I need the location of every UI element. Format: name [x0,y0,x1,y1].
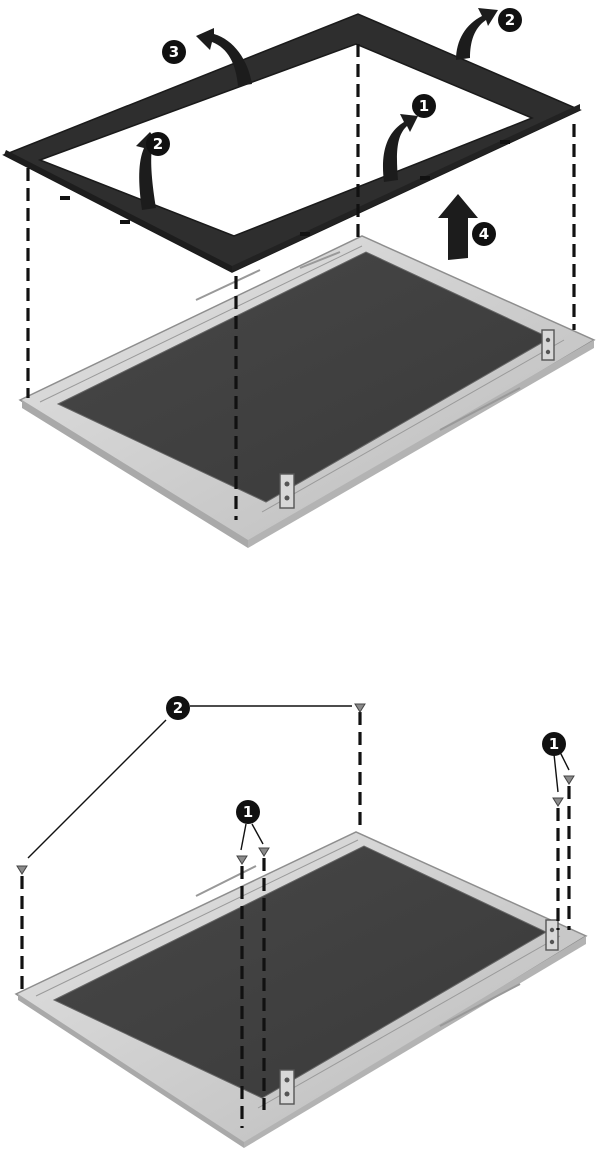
callout-label: 1 [243,803,253,821]
callout-2-left-top: 2 [146,132,170,156]
leader-lines [28,706,569,858]
display-enclosure-bottom [16,832,586,1148]
display-enclosure-top [20,236,594,548]
callout-1-top: 1 [412,94,436,118]
hinge-right [546,920,558,950]
callout-label: 1 [549,735,559,753]
straight-lift-arrow-icon [438,194,478,260]
callout-label: 3 [169,43,179,61]
callout-label: 2 [173,699,183,717]
screw-icon [17,704,574,874]
callout-label: 1 [419,97,429,115]
bottom-diagram: 2 1 1 [16,696,586,1148]
callout-4-top: 4 [472,222,496,246]
callout-label: 4 [479,225,489,243]
callout-label: 2 [505,11,515,29]
callout-1-right-bottom: 1 [542,732,566,756]
callout-3-top: 3 [162,40,186,64]
callout-1-center-bottom: 1 [236,800,260,824]
top-diagram: 1 2 2 3 4 [4,8,594,548]
callout-2-right-top: 2 [498,8,522,32]
callout-2-bottom: 2 [166,696,190,720]
callout-label: 2 [153,135,163,153]
hinge-left [280,474,294,508]
hinge-left [280,1070,294,1104]
hinge-right [542,330,554,360]
